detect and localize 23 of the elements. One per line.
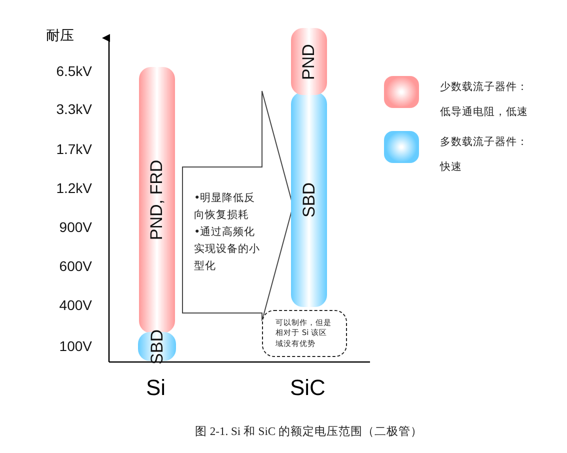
tick-label: 900V	[59, 219, 92, 235]
bar-label: PND	[299, 44, 319, 80]
bar-label: PND, FRD	[147, 160, 167, 240]
bar-label: SBD	[147, 329, 167, 364]
tick-label: 6.5kV	[56, 63, 92, 79]
tick-label: 600V	[59, 258, 92, 274]
bar-label: SBD	[299, 182, 319, 217]
dashed-callout	[262, 310, 347, 357]
category-label: SiC	[290, 375, 326, 401]
tick-label: 1.7kV	[56, 141, 92, 157]
legend-text: 多数载流子器件：快速	[440, 135, 528, 176]
arrow-text: •通过高频化实现设备的小型化	[194, 225, 261, 274]
category-label: Si	[146, 375, 166, 401]
legend-text: 少数载流子器件：低导通电阻，低速	[440, 80, 528, 120]
range-bar	[291, 28, 327, 95]
range-bar	[291, 92, 327, 307]
caption: 图 2-1. Si 和 SiC 的额定电压范围（二极管）	[195, 424, 422, 439]
axis-title: 耐压	[46, 27, 74, 45]
arrow-text: •明显降低反向恢复损耗	[194, 191, 256, 223]
tick-label: 100V	[59, 338, 92, 354]
tick-label: 1.2kV	[56, 180, 92, 196]
tick-label: 400V	[59, 297, 92, 313]
tick-label: 3.3kV	[56, 101, 92, 117]
